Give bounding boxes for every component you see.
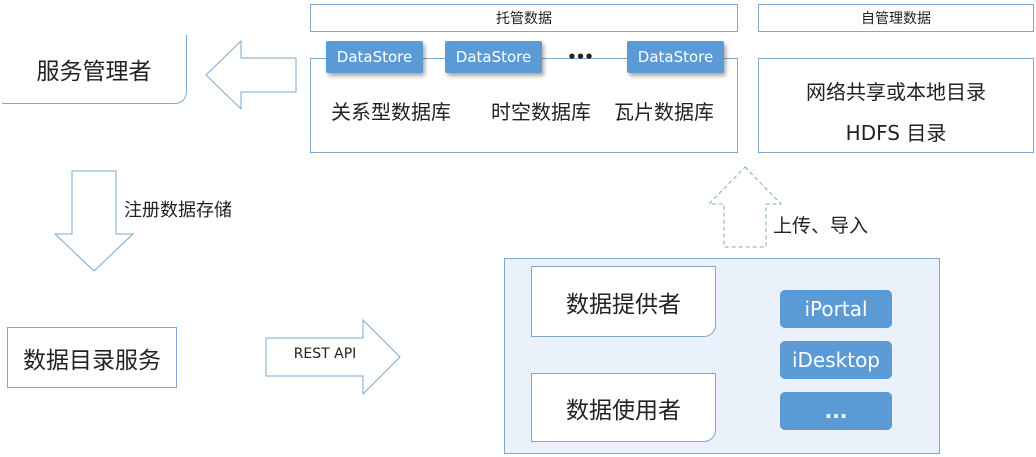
rest-api-arrow [265, 318, 401, 396]
data-consumer-label: 数据使用者 [566, 397, 681, 424]
data-catalog-service-label: 数据目录服务 [23, 347, 161, 374]
spatiotemporal-database-label: 时空数据库 [491, 100, 591, 124]
service-manager-box: 服务管理者 [2, 35, 187, 104]
service-manager-label: 服务管理者 [36, 59, 152, 85]
upload-up-arrow [707, 166, 783, 248]
down-arrow [53, 170, 135, 272]
upload-import-label: 上传、导入 [773, 215, 869, 237]
data-provider-label: 数据提供者 [566, 291, 681, 318]
self-managed-data-title: 自管理数据 [861, 11, 931, 27]
tile-database-label: 瓦片数据库 [614, 100, 714, 124]
left-arrow [205, 39, 297, 111]
self-managed-data-box [758, 58, 1034, 153]
client-more: ... [780, 392, 892, 430]
relational-database-label: 关系型数据库 [331, 100, 451, 124]
client-iportal: iPortal [780, 290, 892, 328]
data-catalog-service-box: 数据目录服务 [7, 327, 177, 388]
datastore-ellipsis: ••• [567, 48, 594, 66]
register-data-store-label: 注册数据存储 [124, 200, 232, 221]
self-managed-data-header: 自管理数据 [758, 4, 1034, 32]
network-share-local-dir-label: 网络共享或本地目录 [806, 80, 986, 104]
data-provider-box: 数据提供者 [531, 266, 716, 337]
datastore-badge-tile: DataStore [627, 41, 724, 73]
datastore-badge-spatiotemporal: DataStore [445, 41, 542, 73]
rest-api-label: REST API [293, 346, 357, 362]
hosted-data-header: 托管数据 [310, 4, 738, 32]
client-idesktop: iDesktop [780, 341, 892, 379]
hosted-data-title: 托管数据 [496, 11, 552, 27]
hdfs-dir-label: HDFS 目录 [845, 121, 947, 145]
hosted-data-box [310, 58, 738, 153]
datastore-badge-relational: DataStore [326, 41, 423, 73]
data-consumer-box: 数据使用者 [531, 373, 716, 442]
